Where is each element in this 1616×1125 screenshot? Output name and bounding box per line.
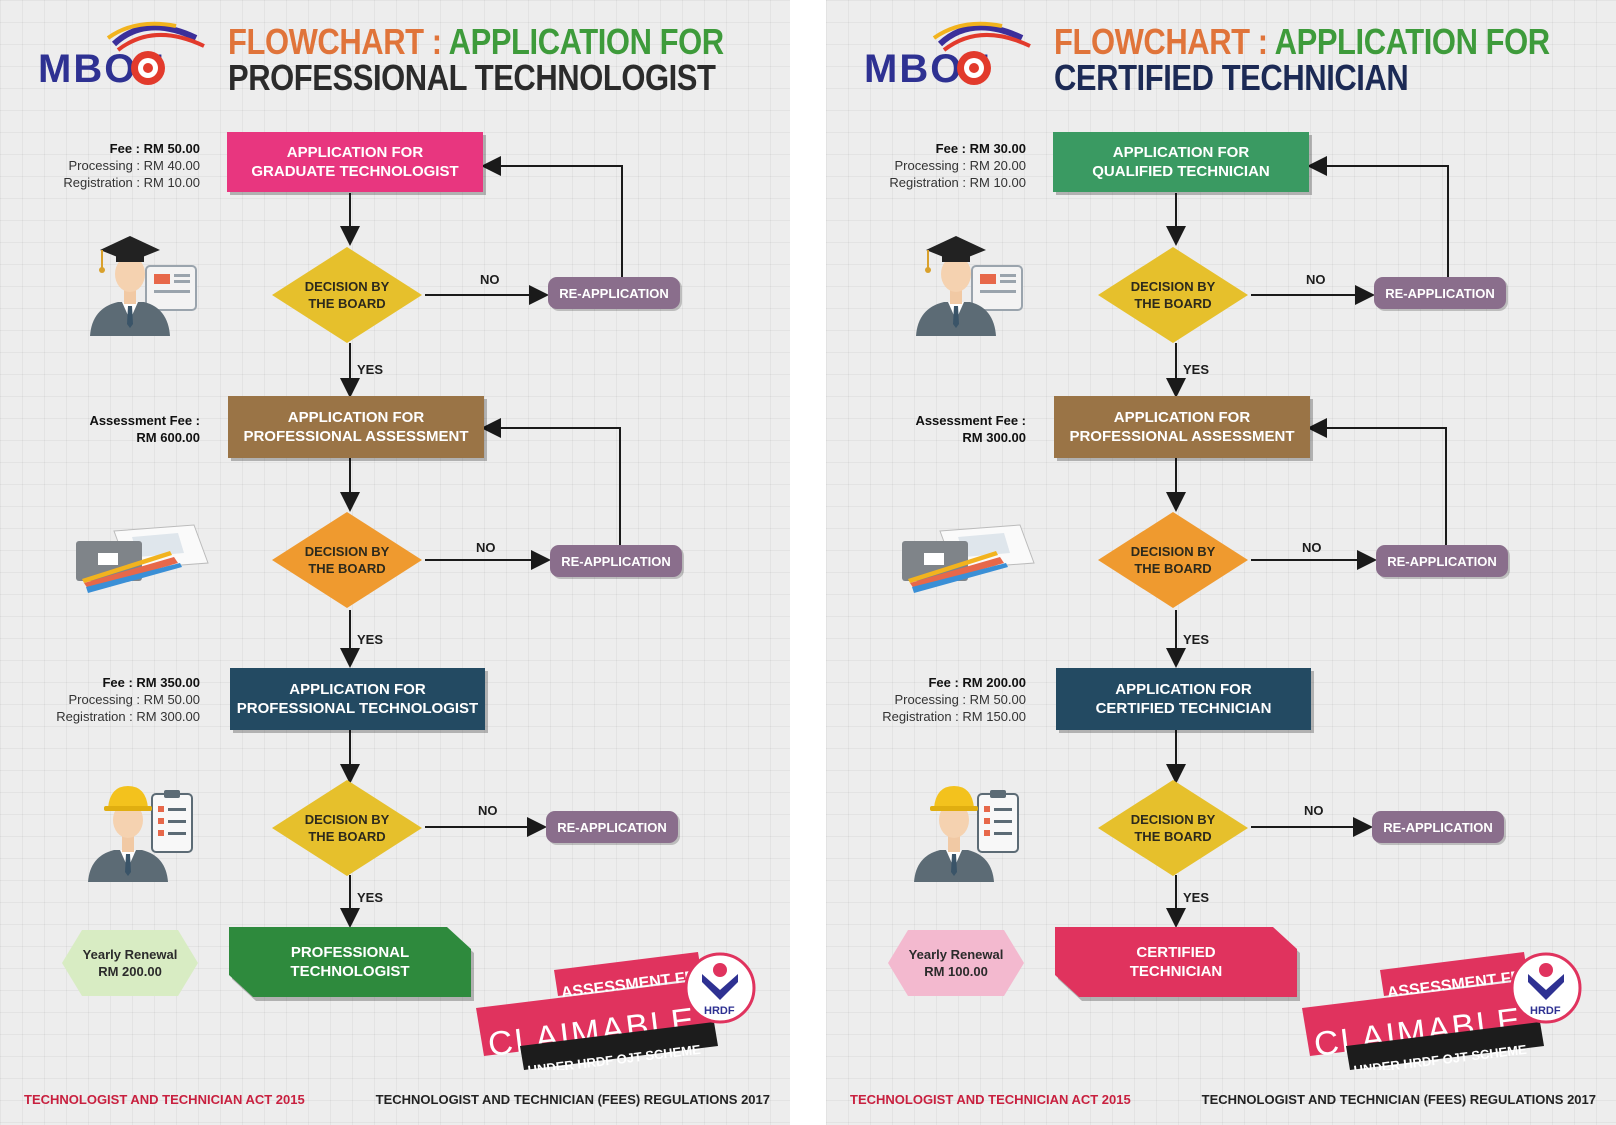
- yes-label-3: YES: [1183, 890, 1210, 905]
- no-label-3: NO: [1304, 803, 1324, 818]
- reapplication-box-2: RE-APPLICATION: [1376, 545, 1508, 577]
- svg-text:HRDF: HRDF: [1530, 1005, 1561, 1017]
- yes-label-3: YES: [357, 890, 384, 905]
- yes-label-2: YES: [357, 632, 384, 647]
- documents-icon: [902, 524, 1035, 593]
- mbot-logo: MBOT: [38, 21, 205, 91]
- poster-title: FLOWCHART : APPLICATION FOR CERTIFIED TE…: [1054, 21, 1550, 98]
- reapplication-box-3: RE-APPLICATION: [1372, 811, 1504, 843]
- no-label-1: NO: [1306, 272, 1326, 287]
- documents-icon: [76, 524, 209, 593]
- reapplication-box-2: RE-APPLICATION: [550, 545, 682, 577]
- footer-regulations: TECHNOLOGIST AND TECHNICIAN (FEES) REGUL…: [1201, 1092, 1596, 1107]
- graduate-icon: [916, 236, 1023, 336]
- footer-act: TECHNOLOGIST AND TECHNICIAN ACT 2015: [850, 1092, 1131, 1107]
- poster-certified-technician: MBOT FLOWCHART : APPLICATION FOR CERTIFI…: [826, 0, 1616, 1125]
- reapplication-box-1: RE-APPLICATION: [548, 277, 680, 309]
- reapplication-box-1: RE-APPLICATION: [1374, 277, 1506, 309]
- engineer-icon: [88, 786, 193, 882]
- graduate-icon: [90, 236, 197, 336]
- no-label-2: NO: [476, 540, 496, 555]
- poster-professional-technologist: MBOT FLOWCHART : APPLICATION FOR PROFESS…: [0, 0, 790, 1125]
- flow-connectors: [1166, 156, 1449, 928]
- footer-regulations: TECHNOLOGIST AND TECHNICIAN (FEES) REGUL…: [375, 1092, 770, 1107]
- no-label-2: NO: [1302, 540, 1322, 555]
- reapplication-box-3: RE-APPLICATION: [546, 811, 678, 843]
- yes-label-2: YES: [1183, 632, 1210, 647]
- claimable-banner: ASSESSMENT FEE CLAIMABLE UNDER HRDF OJT …: [1302, 952, 1582, 1070]
- flow-connectors: [340, 156, 623, 928]
- footer-act: TECHNOLOGIST AND TECHNICIAN ACT 2015: [24, 1092, 305, 1107]
- no-label-1: NO: [480, 272, 500, 287]
- yes-label-1: YES: [1183, 362, 1210, 377]
- yes-label-1: YES: [357, 362, 384, 377]
- engineer-icon: [914, 786, 1019, 882]
- svg-text:HRDF: HRDF: [704, 1005, 735, 1017]
- claimable-banner: ASSESSMENT FEE CLAIMABLE UNDER HRDF OJT …: [476, 952, 756, 1070]
- no-label-3: NO: [478, 803, 498, 818]
- poster-title: FLOWCHART : APPLICATION FOR PROFESSIONAL…: [228, 21, 724, 98]
- mbot-logo: MBOT: [864, 21, 1031, 91]
